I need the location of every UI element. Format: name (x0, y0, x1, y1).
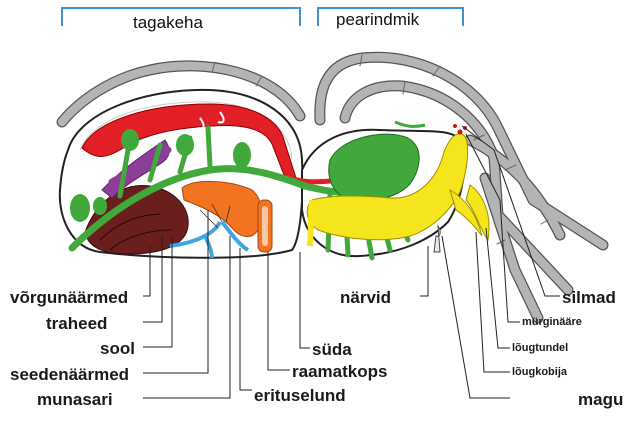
excretory-organ (169, 220, 250, 259)
label-tracheae: traheed (46, 314, 108, 333)
label-intestine: sool (100, 339, 135, 358)
leader-lines-left (143, 210, 310, 399)
leader-lines-right (420, 125, 560, 399)
cephalothorax-bracket (317, 7, 464, 26)
label-stomach: magu (578, 390, 624, 409)
label-venom-gland: mürginääre (522, 316, 582, 328)
nerve-ganglion (328, 133, 420, 202)
label-nerves: närvid (340, 288, 392, 307)
label-eyes: silmad (562, 288, 616, 307)
label-chelicera: lõugkobija (512, 366, 567, 378)
chelicera (449, 188, 483, 237)
label-excretory-organ: erituselund (254, 386, 346, 405)
label-spinnerets: võrgunäärmed (10, 288, 129, 307)
eyes (453, 124, 467, 135)
legs (56, 51, 609, 324)
gland-green (70, 194, 90, 222)
label-digestive-glands: seedenäärmed (10, 365, 130, 384)
abdomen-bracket (61, 7, 301, 26)
nerve-tube (68, 125, 374, 252)
label-book-lung: raamatkops (292, 362, 388, 381)
heart (81, 103, 297, 181)
header-cephalothorax: pearindmik (336, 10, 420, 29)
label-heart: süda (312, 340, 352, 359)
label-pedipalp: lõugtundel (512, 342, 569, 354)
header-abdomen: tagakeha (133, 13, 203, 32)
label-ovary: munasari (37, 390, 113, 409)
stomach (306, 133, 469, 241)
